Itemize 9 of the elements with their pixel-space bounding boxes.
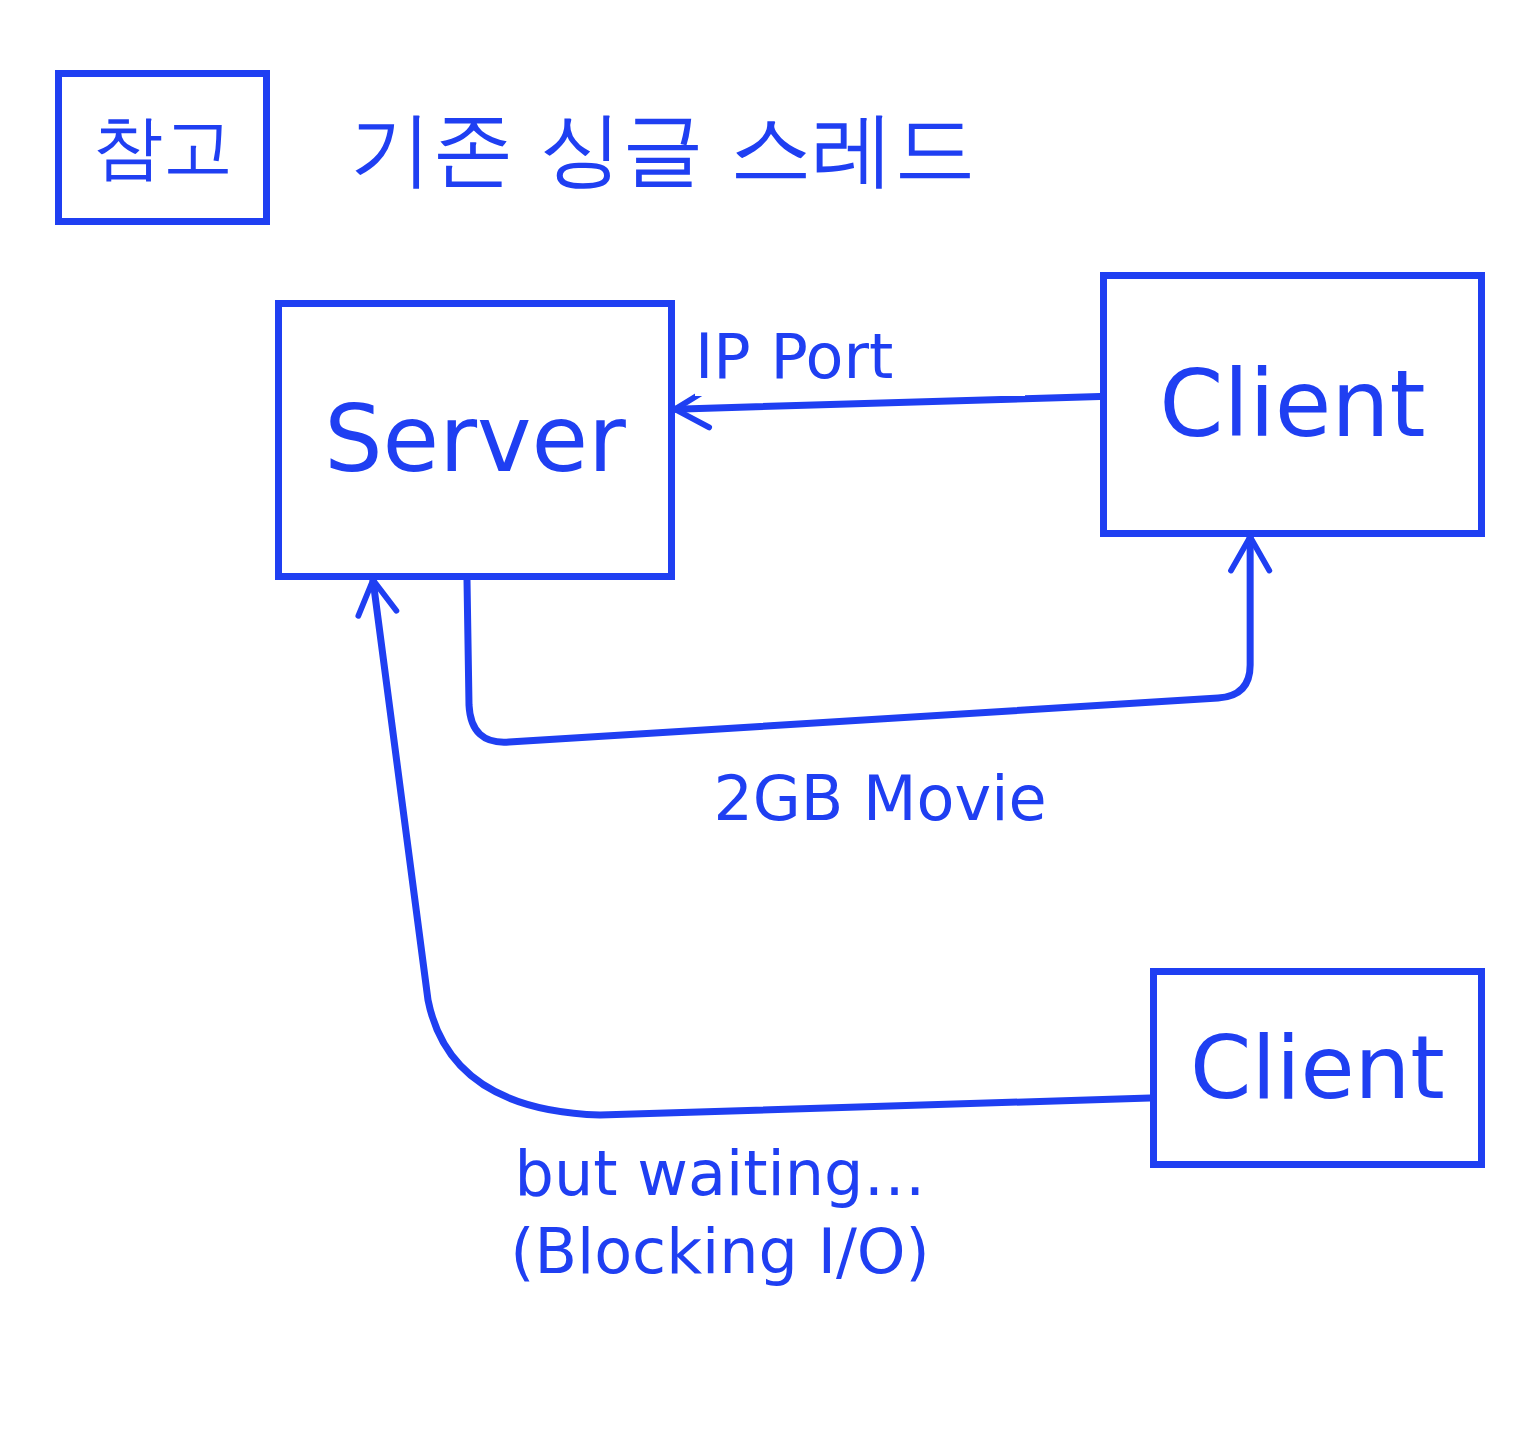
box-label: Server bbox=[324, 389, 626, 491]
box-label: Client bbox=[1190, 1019, 1445, 1117]
client-box bbox=[1100, 272, 1485, 537]
server-box bbox=[275, 300, 675, 580]
box-label: Client bbox=[1159, 353, 1426, 456]
client-box bbox=[1150, 968, 1485, 1168]
box-label: 참고 bbox=[92, 109, 233, 186]
note-box bbox=[55, 70, 270, 225]
title: 기존 싱글 스레드 bbox=[350, 100, 977, 198]
